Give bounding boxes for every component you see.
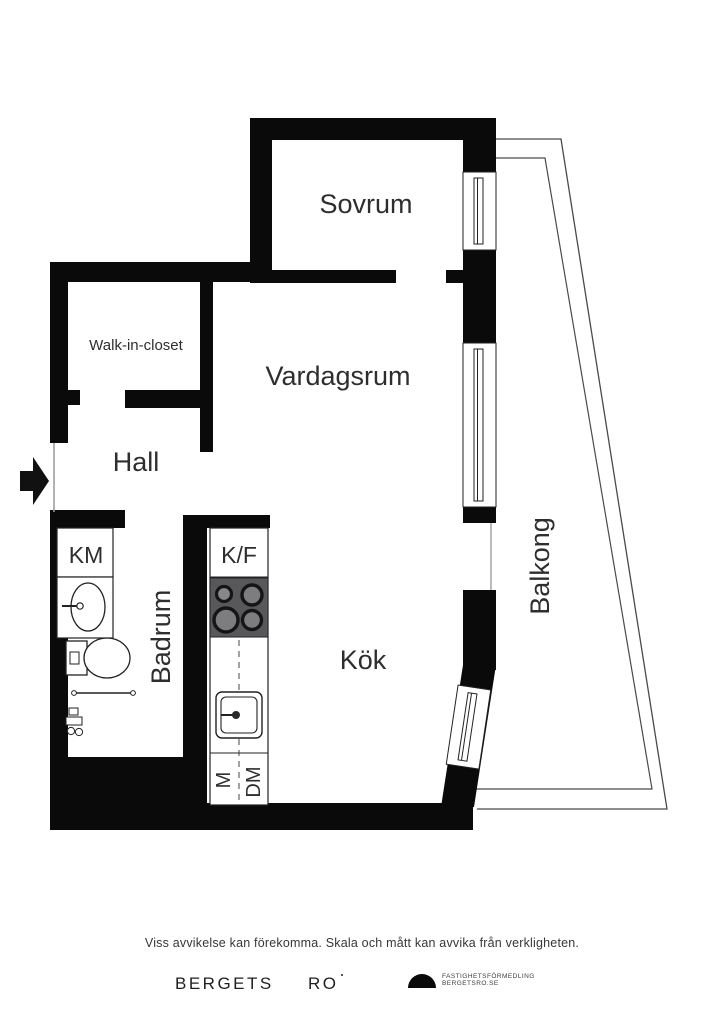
balcony-outline [474, 138, 668, 810]
sink-tap-dot [232, 711, 240, 719]
burner-top-right [240, 583, 264, 607]
label-vardagsrum: Vardagsrum [265, 361, 410, 391]
toilet-flush-button [69, 651, 80, 665]
label-badrum: Badrum [146, 590, 176, 685]
kitchen-counter [209, 527, 269, 806]
agency-logo: FASTIGHETSFÖRMEDLING BERGETSRO.SE [408, 972, 535, 988]
stove-icon [209, 577, 269, 638]
entrance-arrow-icon [20, 457, 49, 505]
burner-bottom-right [240, 608, 264, 632]
label-walk-in-closet: Walk-in-closet [89, 337, 183, 354]
windows [53, 171, 497, 770]
bathroom-fixtures [56, 527, 136, 737]
shower-knob-right [74, 727, 84, 737]
dome-logo-icon [408, 974, 436, 988]
agency-logo-line2: BERGETSRO.SE [442, 980, 499, 987]
kitchen-sink-icon [215, 691, 263, 739]
burner-bottom-left [212, 606, 240, 634]
wall-right-seg1 [463, 118, 496, 172]
wall-right-seg4 [463, 590, 496, 670]
sovrum-window [462, 171, 497, 251]
towel-rail-end-left [71, 690, 77, 696]
label-km: KM [69, 542, 104, 568]
wall-sovrum-door-stub [446, 270, 464, 283]
label-kok: Kök [340, 645, 387, 675]
wall-bottom [50, 803, 473, 830]
wall-kitchen-top [183, 515, 270, 528]
wall-closet-bottom [125, 390, 205, 408]
label-hall: Hall [113, 447, 160, 477]
wall-sovrum-left [250, 118, 272, 283]
wall-sovrum-top [250, 118, 496, 140]
wall-sovrum-bottom [266, 270, 396, 283]
label-balkong: Balkong [525, 517, 555, 615]
wall-closet-left-stub [50, 390, 80, 405]
wall-right-seg2 [463, 250, 496, 343]
label-dm: DM [243, 766, 265, 797]
wall-bathroom-kitchen [183, 515, 207, 765]
toilet-bowl-icon [83, 637, 131, 679]
kok-angled-window [445, 684, 492, 770]
wall-left-upper [50, 262, 68, 443]
wall-closet-right [200, 278, 213, 452]
label-kf: K/F [221, 542, 257, 568]
brand-ro: RO [308, 974, 343, 994]
balcony-outer-rail [477, 138, 668, 810]
shower-mixer-icon [68, 707, 79, 716]
label-m: M [213, 772, 235, 789]
wall-top-left [50, 262, 272, 282]
wall-bathroom-top [50, 510, 125, 528]
shower-knob-left [66, 726, 76, 736]
shower-mixer-body [65, 716, 83, 726]
agency-logo-line1: FASTIGHETSFÖRMEDLING [442, 972, 535, 980]
floor-plan: Sovrum Walk-in-closet Vardagsrum Hall Kö… [20, 118, 668, 830]
vardagsrum-window [462, 342, 497, 508]
brand-ro-mark [340, 974, 343, 976]
brand-bergets: BERGETS [175, 974, 274, 993]
burner-top-left [214, 584, 234, 604]
label-sovrum: Sovrum [319, 189, 412, 219]
wall-right-seg3 [463, 507, 496, 523]
balcony-inner-rail [474, 157, 653, 790]
disclaimer-text: Viss avvikelse kan förekomma. Skala och … [144, 936, 580, 950]
washbasin-tap-dot [76, 602, 84, 610]
brand-ro-text: RO [308, 974, 339, 993]
towel-rail-end-right [130, 690, 136, 696]
agency-logo-text: FASTIGHETSFÖRMEDLING BERGETSRO.SE [442, 973, 535, 988]
